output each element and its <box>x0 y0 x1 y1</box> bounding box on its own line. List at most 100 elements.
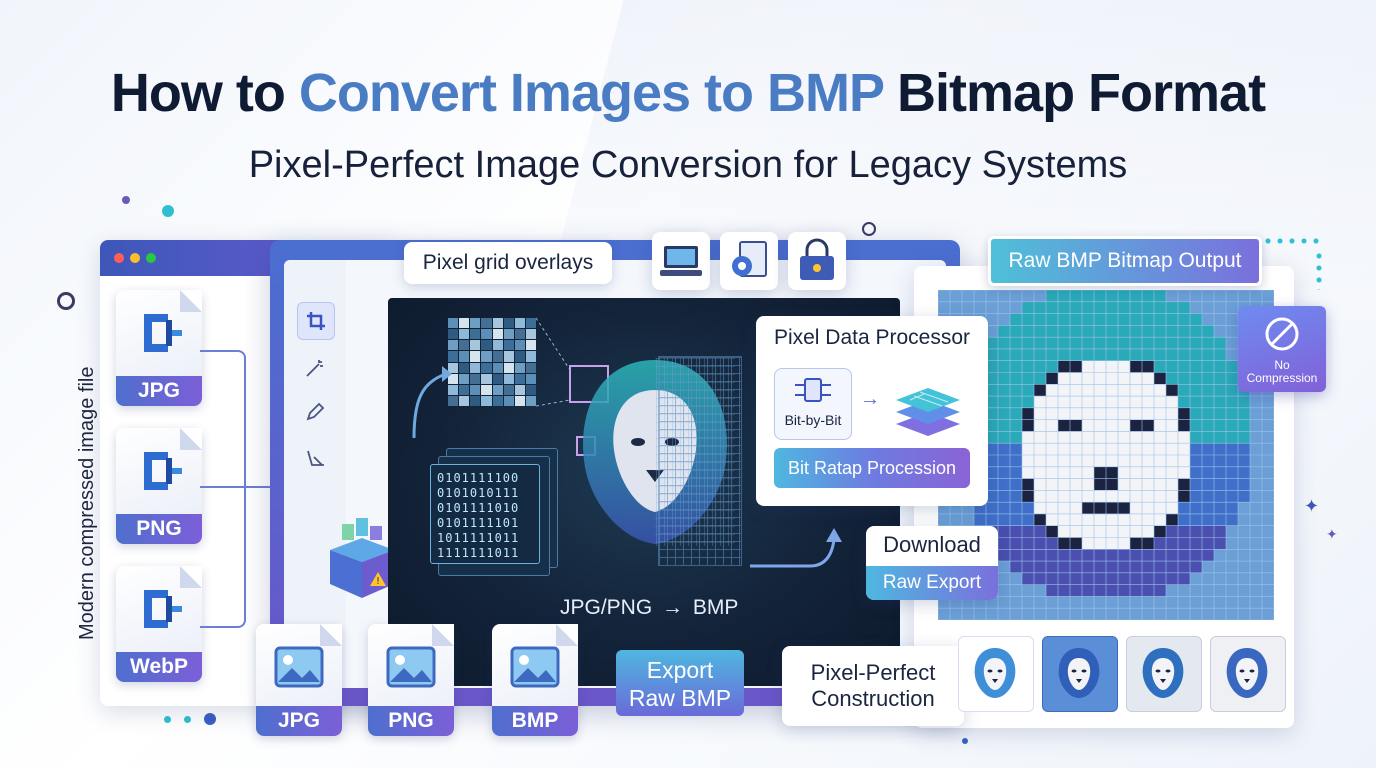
bitmap-pixel <box>1154 561 1166 573</box>
page-fold <box>180 290 202 312</box>
bitmap-pixel <box>1046 502 1058 514</box>
bitmap-pixel <box>1034 372 1046 385</box>
bitmap-pixel <box>1190 313 1202 326</box>
bitmap-pixel <box>1070 502 1082 514</box>
thumbnail-lion-icon <box>1222 646 1272 705</box>
bitmap-pixel <box>1226 419 1238 432</box>
pixel-cell <box>514 373 525 384</box>
magic-wand-icon[interactable] <box>297 350 333 386</box>
bitmap-pixel <box>1190 455 1202 467</box>
pixel-cell <box>470 373 481 384</box>
bitmap-pixel <box>1034 466 1046 479</box>
bitmap-pixel <box>1166 325 1178 338</box>
bitmap-pixel <box>1154 478 1166 491</box>
pixel-cell <box>492 384 503 395</box>
bitmap-pixel <box>1010 337 1022 349</box>
bitmap-pixel <box>1022 407 1034 420</box>
bitmap-pixel <box>1178 478 1190 491</box>
bitmap-pixel <box>1166 455 1178 467</box>
bitmap-pixel <box>1166 443 1178 455</box>
bitmap-pixel <box>1154 372 1166 385</box>
close-window-button[interactable] <box>114 253 124 263</box>
export-raw-bmp-button[interactable]: Export Raw BMP <box>616 650 744 716</box>
bitmap-pixel <box>1094 572 1106 585</box>
bitmap-pixel <box>1034 431 1046 444</box>
bitmap-pixel <box>1202 549 1214 562</box>
computer-icon[interactable] <box>652 232 710 290</box>
source-file-jpg[interactable]: JPG <box>116 290 202 406</box>
decor-ring <box>57 292 75 310</box>
bitmap-pixel <box>1118 537 1130 550</box>
bitmap-pixel <box>1094 525 1106 538</box>
pixel-grid-overlays-label: Pixel grid overlays <box>404 242 612 284</box>
bitmap-pixel <box>998 348 1010 361</box>
bitmap-pixel <box>1106 360 1118 373</box>
decor-dot <box>162 205 174 217</box>
bitmap-pixel <box>1022 537 1034 550</box>
bitmap-pixel <box>1226 466 1238 479</box>
bitmap-pixel <box>1190 466 1202 479</box>
pixel-cell <box>448 329 459 340</box>
bitmap-pixel <box>1046 537 1058 550</box>
conversion-label: JPG/PNG → BMP <box>560 596 739 619</box>
bitmap-pixel <box>1106 443 1118 455</box>
bitmap-pixel <box>1154 396 1166 408</box>
pixel-cell <box>525 329 536 340</box>
bit-by-bit-chip: Bit-by-Bit <box>774 368 852 440</box>
bitmap-pixel <box>998 525 1010 538</box>
file-type-label: BMP <box>492 706 578 736</box>
bitmap-pixel <box>1142 431 1154 444</box>
pencil-icon[interactable] <box>297 394 333 430</box>
pixel-cell <box>514 318 525 329</box>
pixel-cell <box>470 318 481 329</box>
raw-export-button[interactable]: Raw Export <box>866 566 998 600</box>
bitmap-pixel <box>1226 384 1238 397</box>
source-file-png[interactable]: PNG <box>116 428 202 544</box>
bit-ratap-procession-button[interactable]: Bit Ratap Procession <box>774 448 970 488</box>
bitmap-pixel <box>986 513 998 526</box>
pixel-cell <box>448 340 459 351</box>
bitmap-pixel <box>1106 478 1118 491</box>
pixel-lion-bitmap <box>937 289 1275 621</box>
pixel-cell <box>503 351 514 362</box>
bitmap-pixel <box>1130 443 1142 455</box>
bitmap-pixel <box>1022 372 1034 385</box>
bitmap-pixel <box>1130 537 1142 550</box>
no-symbol-icon <box>1265 317 1299 351</box>
bitmap-pixel <box>1142 384 1154 397</box>
bitmap-pixel <box>998 443 1010 455</box>
bitmap-pixel <box>1178 419 1190 432</box>
bitmap-pixel <box>1106 337 1118 349</box>
gear-document-icon[interactable] <box>720 232 778 290</box>
maximize-window-button[interactable] <box>146 253 156 263</box>
binary-row: 0101111100 <box>437 471 520 485</box>
bitmap-pixel <box>1058 549 1070 562</box>
output-file-bmp[interactable]: BMP <box>492 624 578 736</box>
transform-icon[interactable] <box>297 440 333 476</box>
bitmap-pixel <box>1226 360 1238 373</box>
bitmap-pixel <box>1142 325 1154 338</box>
output-file-png[interactable]: PNG <box>368 624 454 736</box>
pixel-cell <box>470 351 481 362</box>
bitmap-pixel <box>1202 502 1214 514</box>
export-label-line1: Export <box>646 657 714 683</box>
bitmap-pixel <box>986 372 998 385</box>
minimize-window-button[interactable] <box>130 253 140 263</box>
svg-text:!: ! <box>376 576 380 587</box>
bitmap-pixel <box>1118 525 1130 538</box>
crop-icon[interactable] <box>297 302 335 340</box>
output-file-jpg[interactable]: JPG <box>256 624 342 736</box>
bitmap-pixel <box>1238 490 1250 503</box>
chip-icon <box>795 378 831 402</box>
bitmap-pixel <box>1058 384 1070 397</box>
bitmap-pixel <box>1082 549 1094 562</box>
bitmap-pixel <box>1214 502 1226 514</box>
source-file-webp[interactable]: WebP <box>116 566 202 682</box>
bitmap-pixel <box>1058 455 1070 467</box>
lock-icon[interactable] <box>788 232 846 290</box>
pixel-cell <box>481 318 492 329</box>
bitmap-pixel <box>1154 419 1166 432</box>
bitmap-pixel <box>1106 502 1118 514</box>
bitmap-pixel <box>1166 490 1178 503</box>
bitmap-pixel <box>1202 384 1214 397</box>
